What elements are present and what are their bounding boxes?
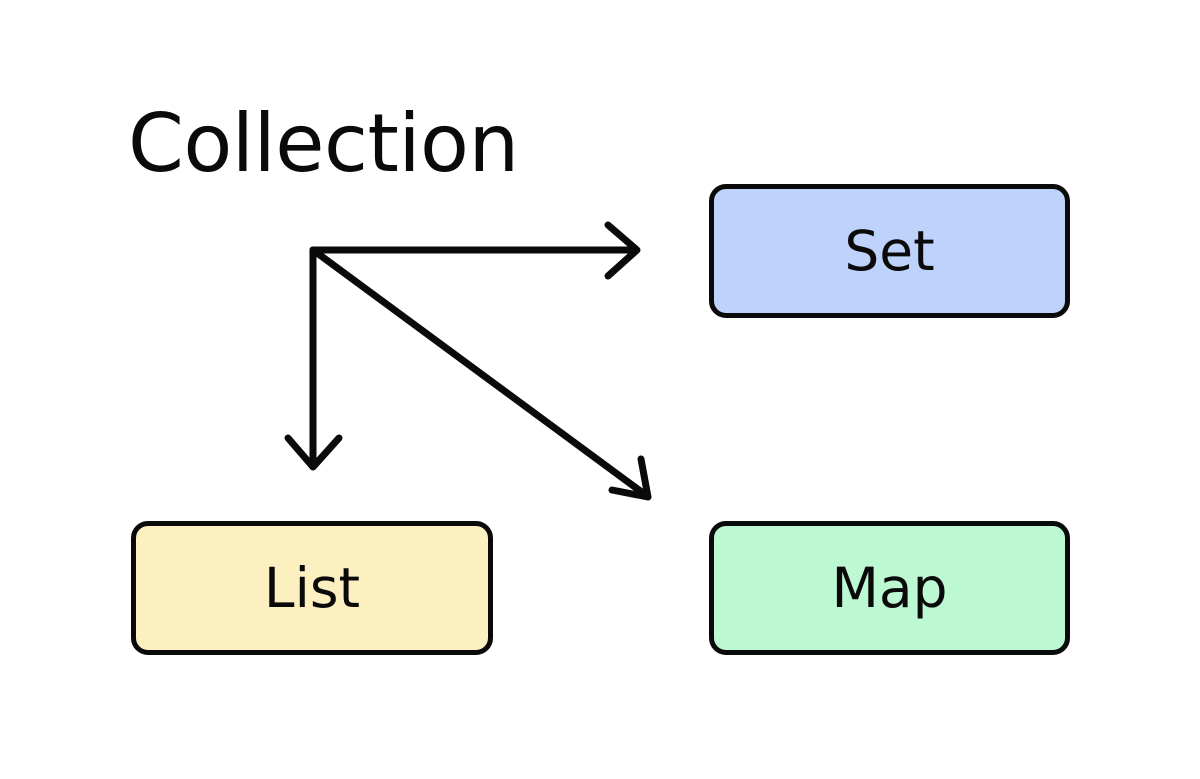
- edge-collection-to-map: [309, 246, 652, 501]
- arrowhead-right-icon: [604, 221, 641, 280]
- edge-collection-to-list: [284, 246, 343, 471]
- edge-collection-to-set: [309, 221, 641, 280]
- node-list[interactable]: List: [131, 521, 493, 655]
- node-map[interactable]: Map: [709, 521, 1070, 655]
- page-title: Collection: [128, 97, 519, 190]
- node-set[interactable]: Set: [709, 184, 1070, 318]
- arrowhead-down-icon: [284, 434, 343, 471]
- edge-line-diagonal: [309, 246, 647, 497]
- arrowhead-diagonal-icon: [608, 455, 652, 501]
- node-list-label: List: [263, 555, 361, 620]
- node-set-label: Set: [844, 218, 935, 283]
- node-map-label: Map: [831, 555, 948, 620]
